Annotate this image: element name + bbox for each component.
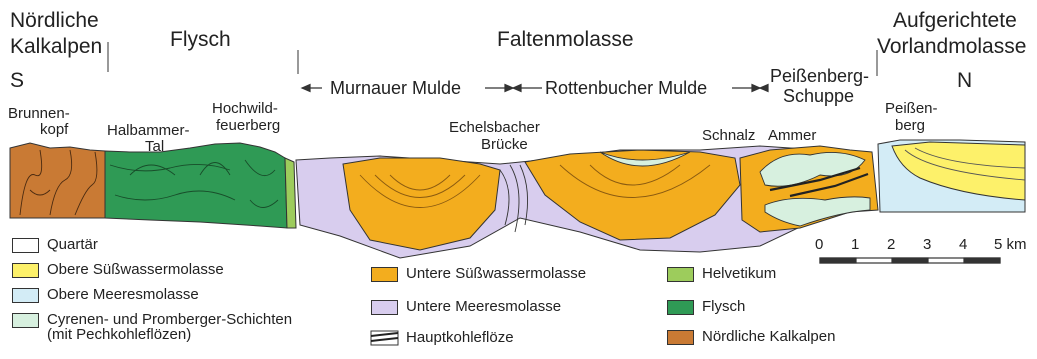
legend-label: Untere Meeresmolasse xyxy=(406,299,561,315)
legend-swatch xyxy=(371,300,398,315)
place-echelsbacher-2: Brücke xyxy=(481,136,528,153)
hauptkohle-legend-symbol xyxy=(371,331,398,345)
legend-item-flysch: Flysch xyxy=(667,297,745,317)
region-kalkalpen-line2: Kalkalpen xyxy=(10,34,102,59)
legend-item-quartaer: Quartär xyxy=(12,235,98,255)
place-halbammer-2: Tal xyxy=(145,138,164,155)
place-peissenberg-1: Peißen- xyxy=(885,100,938,117)
place-hochwild-2: feuerberg xyxy=(216,117,280,134)
legend-item-helvetikum: Helvetikum xyxy=(667,264,776,284)
place-halbammer-1: Halbammer- xyxy=(107,122,190,139)
legend-item-kalkalpen: Nördliche Kalkalpen xyxy=(667,327,835,347)
legend-label-cyrenen-2: (mit Pechkohleflözen) xyxy=(47,327,191,343)
legend-swatch xyxy=(12,288,39,303)
region-kalkalpen-line1: Nördliche xyxy=(10,8,99,33)
legend-swatch xyxy=(667,267,694,282)
place-ammer: Ammer xyxy=(768,127,816,144)
subregion-rottenbucher: Rottenbucher Mulde xyxy=(545,78,707,99)
legend-item-oms: Obere Meeresmolasse xyxy=(12,285,199,305)
legend-item-osm: Obere Süßwassermolasse xyxy=(12,260,224,280)
region-faltenmolasse: Faltenmolasse xyxy=(497,27,634,52)
subregion-murnauer: Murnauer Mulde xyxy=(330,78,461,99)
scale-tick-4: 4 xyxy=(959,236,967,253)
legend-item-umm: Untere Meeresmolasse xyxy=(371,297,561,317)
kalkalpen-unit xyxy=(10,143,105,218)
legend-label: Helvetikum xyxy=(702,266,776,282)
legend-swatch xyxy=(667,300,694,315)
legend-label: Obere Meeresmolasse xyxy=(47,287,199,303)
legend-swatch xyxy=(12,313,39,328)
helvetikum-unit xyxy=(285,158,296,228)
flysch-unit xyxy=(105,143,287,228)
legend-swatch xyxy=(371,267,398,282)
scale-tick-1: 1 xyxy=(851,236,859,253)
legend-swatch xyxy=(12,263,39,278)
legend-label: Nördliche Kalkalpen xyxy=(702,329,835,345)
legend-label: Quartär xyxy=(47,237,98,253)
region-flysch: Flysch xyxy=(170,27,231,52)
direction-north: N xyxy=(957,68,972,93)
region-vorland-line2: Vorlandmolasse xyxy=(877,34,1026,59)
legend-label: Untere Süßwassermolasse xyxy=(406,266,586,282)
legend-swatch xyxy=(667,330,694,345)
scale-tick-2: 2 xyxy=(887,236,895,253)
place-brunnenkopf-1: Brunnen- xyxy=(8,105,70,122)
legend-item-usm: Untere Süßwassermolasse xyxy=(371,264,586,284)
legend-label: Flysch xyxy=(702,299,745,315)
place-hochwild-1: Hochwild- xyxy=(212,100,278,117)
place-echelsbacher-1: Echelsbacher xyxy=(449,119,540,136)
subregion-schuppe-line1: Peißenberg- xyxy=(770,66,869,87)
scale-tick-3: 3 xyxy=(923,236,931,253)
place-brunnenkopf-2: kopf xyxy=(40,121,68,138)
legend-swatch xyxy=(12,238,39,253)
subregion-schuppe-line2: Schuppe xyxy=(783,86,854,107)
region-vorland-line1: Aufgerichtete xyxy=(893,8,1017,33)
place-peissenberg-2: berg xyxy=(895,117,925,134)
place-schnalz: Schnalz xyxy=(702,127,755,144)
scale-bar xyxy=(820,258,1000,263)
legend-label-hauptkohle: Hauptkohleflöze xyxy=(406,330,514,346)
legend-label: Obere Süßwassermolasse xyxy=(47,262,224,278)
scale-tick-5: 5 km xyxy=(994,236,1027,253)
scale-tick-0: 0 xyxy=(815,236,823,253)
direction-south: S xyxy=(10,68,24,93)
